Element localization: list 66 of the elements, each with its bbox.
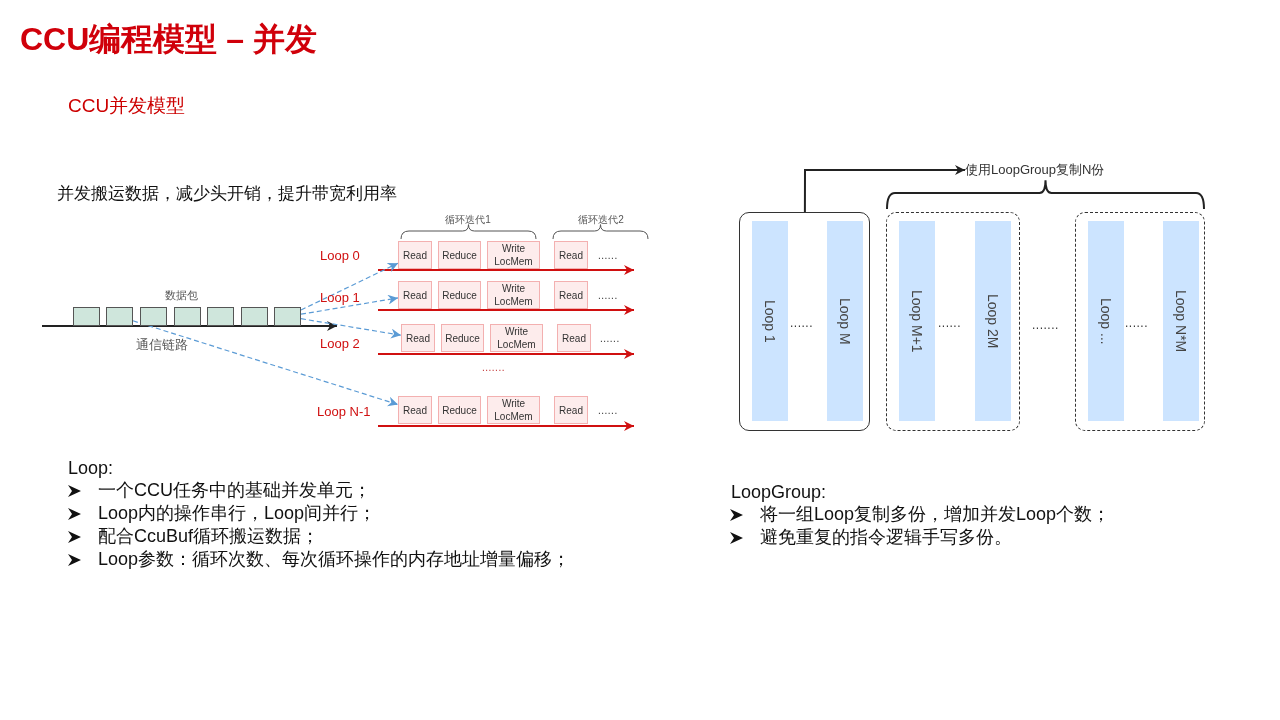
list-heading: LoopGroup: <box>731 482 827 504</box>
lead-text: 并发搬运数据，减少头开销，提升带宽利用率 <box>57 184 397 205</box>
connector-arrow <box>300 262 399 311</box>
loop-bar: Loop 1 <box>752 221 788 421</box>
loop-bar: Loop N*M <box>1163 221 1199 421</box>
loop-label: Loop 1 <box>320 290 360 306</box>
operation-box: Read <box>554 396 588 424</box>
operation-box: Write LocMem <box>487 241 540 269</box>
operation-box: Write LocMem <box>487 396 540 424</box>
bullet-text: 配合CcuBuf循环搬运数据； <box>98 526 320 548</box>
operation-box: Read <box>398 396 432 424</box>
subtitle: CCU并发模型 <box>68 95 186 118</box>
ellipsis: ...... <box>598 290 618 302</box>
loop-group-box <box>1075 212 1205 431</box>
data-packet-box <box>73 307 100 326</box>
connector-arrow <box>300 318 402 339</box>
operation-box: Read <box>554 281 588 309</box>
data-packet-box <box>140 307 167 326</box>
operation-box: Write LocMem <box>487 281 540 309</box>
loop-label: Loop 2 <box>320 336 360 352</box>
loop-bar: Loop ... <box>1088 221 1124 421</box>
loop-label: Loop 0 <box>320 248 360 264</box>
ellipsis: ....... <box>1032 318 1059 333</box>
operation-box: Read <box>398 241 432 269</box>
loop-bar: Loop M <box>827 221 863 421</box>
operation-box: Read <box>398 281 432 309</box>
ellipsis: ...... <box>598 405 618 417</box>
loop-label: Loop N-1 <box>317 404 371 420</box>
packet-label: 数据包 <box>165 289 198 303</box>
loop-group-box <box>739 212 870 431</box>
data-packet-box <box>241 307 268 326</box>
data-packet-box <box>274 307 301 326</box>
brace-label: 循环迭代2 <box>578 214 624 226</box>
operation-box: Read <box>554 241 588 269</box>
loop-bar: Loop 2M <box>975 221 1011 421</box>
annotation-text: 使用LoopGroup复制N份 <box>965 160 1135 180</box>
slide-title: CCU编程模型 – 并发 <box>20 20 317 59</box>
loop-group-box <box>886 212 1020 431</box>
operation-box: Reduce <box>438 396 481 424</box>
bullet-text: Loop内的操作串行，Loop间并行； <box>98 503 377 525</box>
ellipsis: ...... <box>1125 316 1148 331</box>
link-label: 通信链路 <box>136 337 188 353</box>
operation-box: Reduce <box>438 241 481 269</box>
connector-arrow <box>300 294 399 315</box>
operation-box: Reduce <box>438 281 481 309</box>
ellipsis: ...... <box>938 316 961 331</box>
loop-bar: Loop M+1 <box>899 221 935 421</box>
connector-arrow <box>803 165 966 213</box>
data-packet-box <box>207 307 234 326</box>
operation-box: Read <box>557 324 591 352</box>
ellipsis: ...... <box>600 333 620 345</box>
list-heading: Loop: <box>68 458 114 480</box>
ellipsis: ...... <box>790 316 813 331</box>
ellipsis: ...... <box>598 250 618 262</box>
operation-box: Write LocMem <box>490 324 543 352</box>
data-packet-box <box>174 307 201 326</box>
ellipsis: ....... <box>482 362 505 374</box>
data-packet-box <box>106 307 133 326</box>
bullet-text: 避免重复的指令逻辑手写多份。 <box>760 527 1012 549</box>
bullet-text: 一个CCU任务中的基础并发单元； <box>98 480 371 502</box>
operation-box: Reduce <box>441 324 484 352</box>
bullet-text: 将一组Loop复制多份，增加并发Loop个数； <box>760 504 1111 526</box>
operation-box: Read <box>401 324 435 352</box>
bullet-text: Loop参数：循环次数、每次循环操作的内存地址增量偏移； <box>98 549 571 571</box>
brace-label: 循环迭代1 <box>445 214 491 226</box>
connector-arrow <box>132 320 399 407</box>
